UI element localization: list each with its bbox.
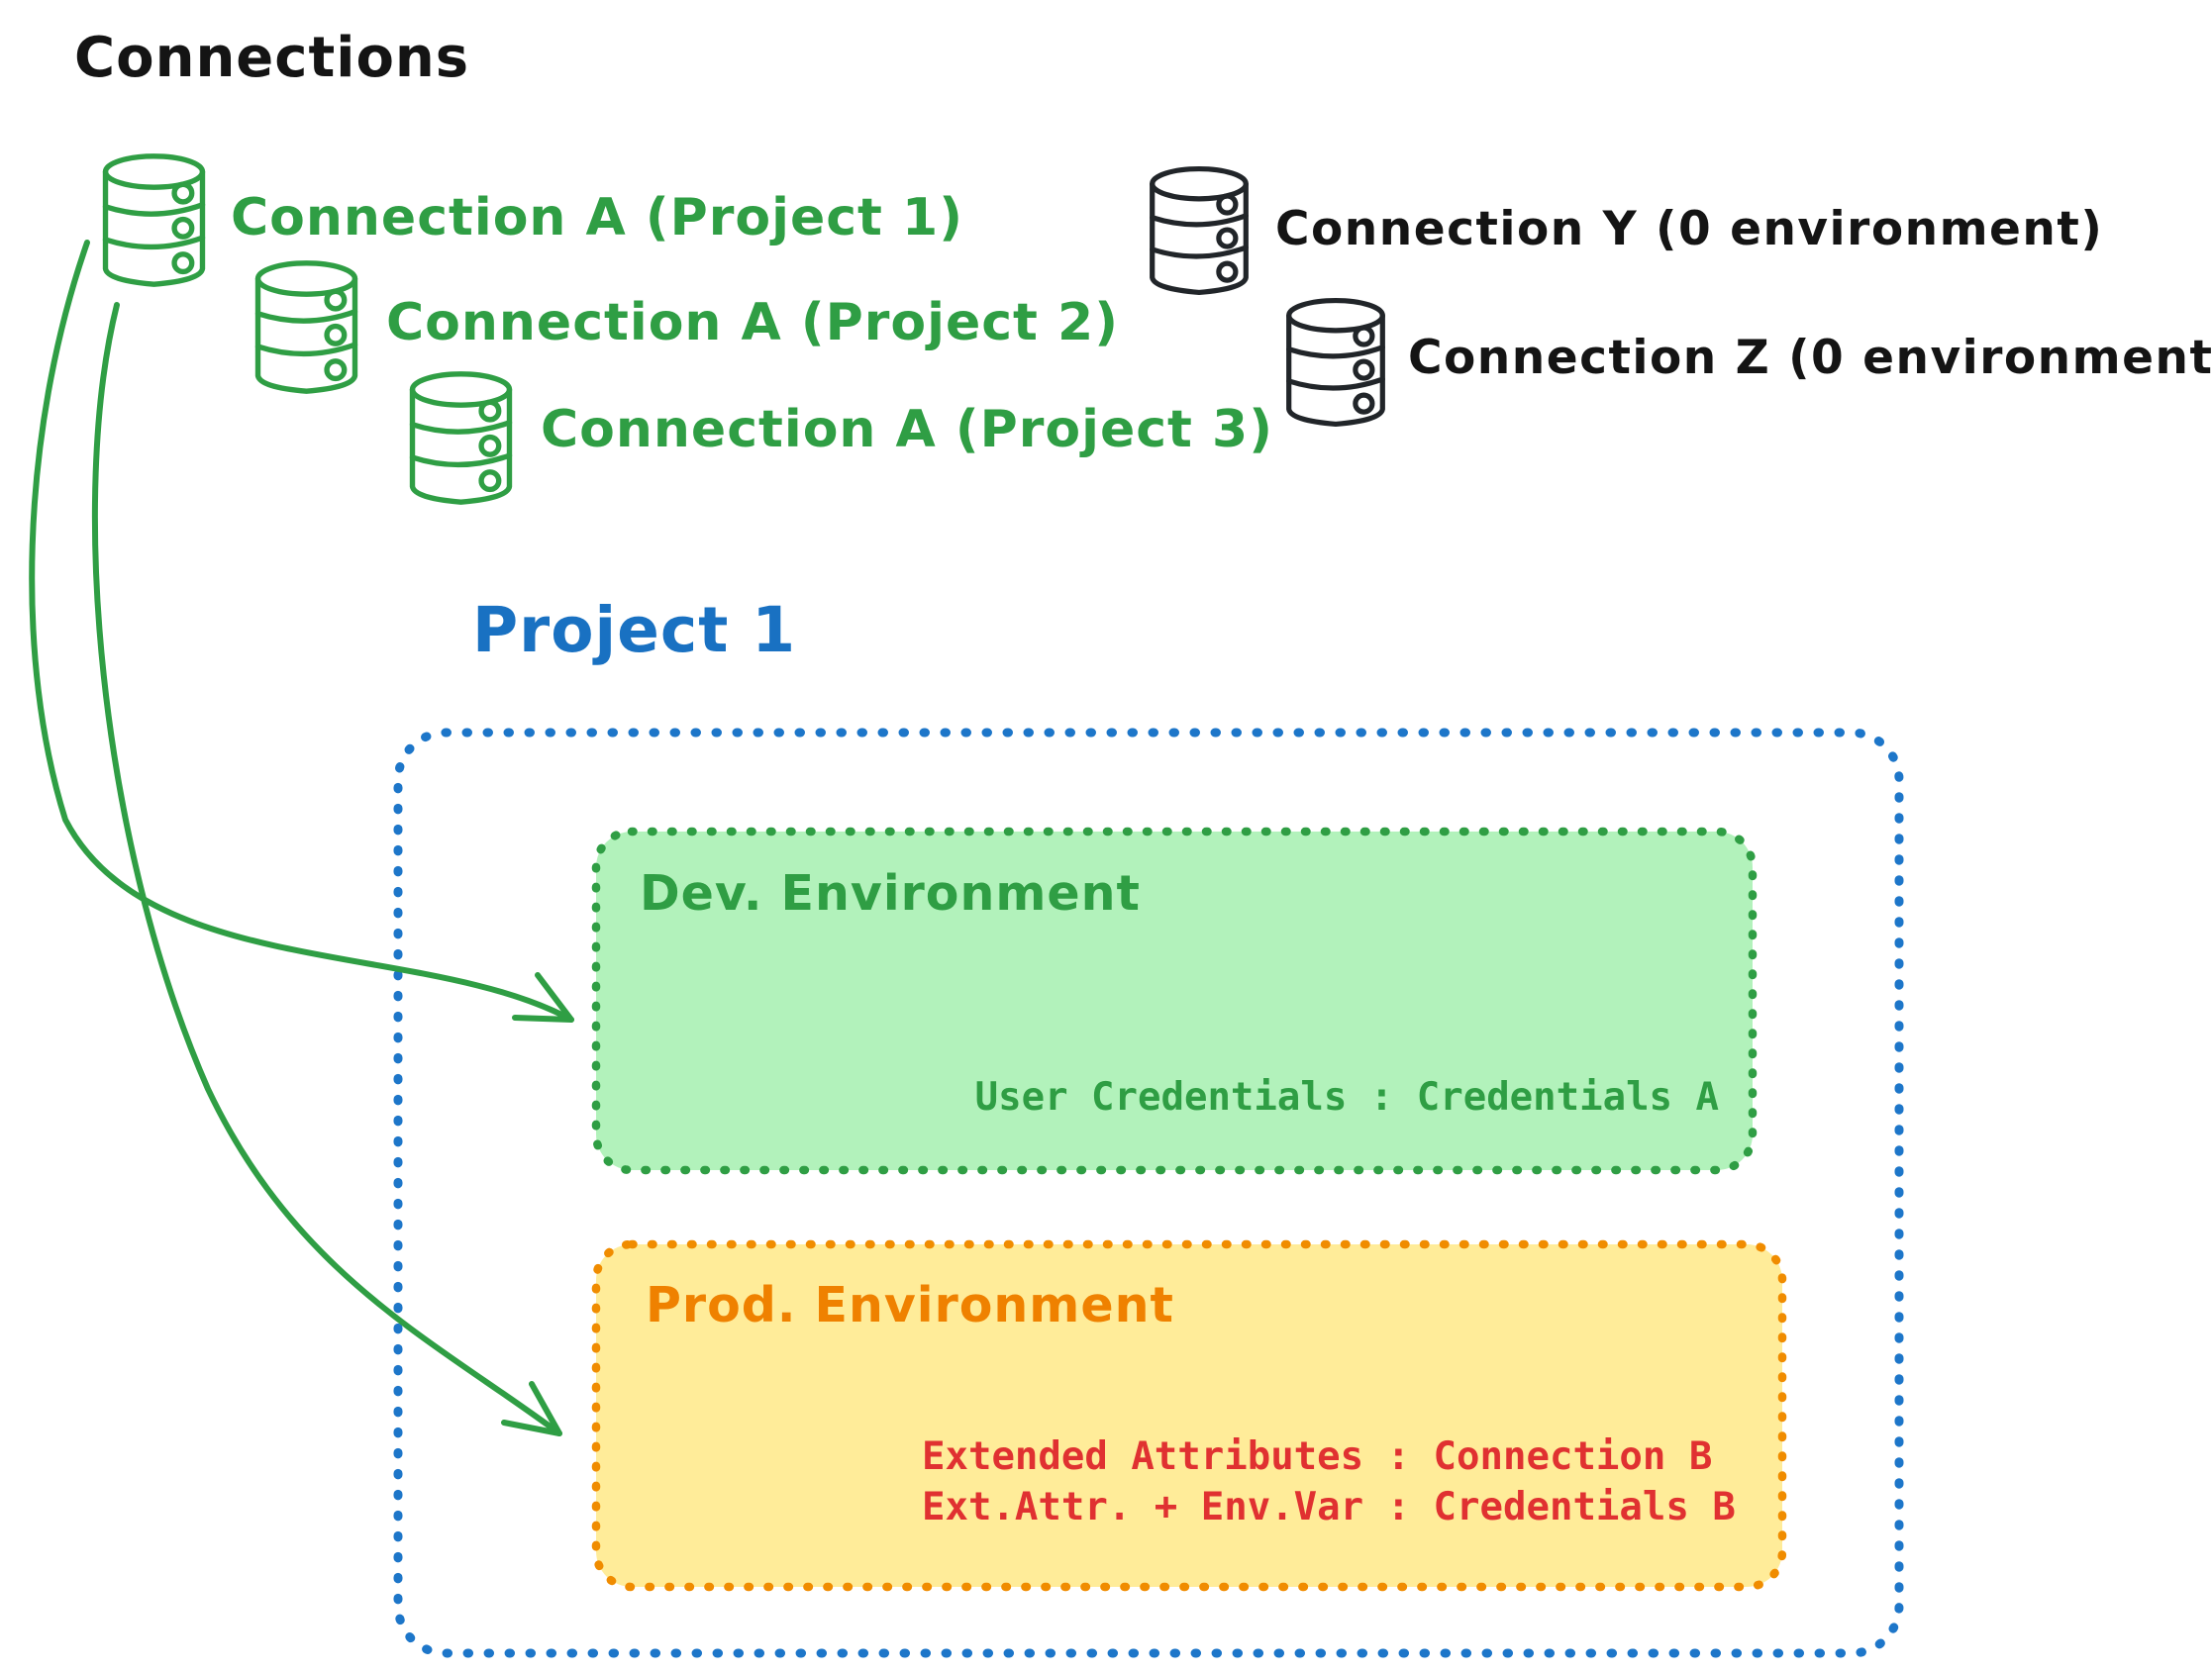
database-icon [254,260,358,394]
database-icon [1150,165,1249,296]
connection-a-project-3-label: Connection A (Project 3) [541,400,1273,459]
arrow-connection-to-dev [29,240,574,1023]
database-icon [409,371,513,505]
connection-a-project-1-label: Connection A (Project 1) [231,188,963,247]
connection-z-label: Connection Z (0 environment) [1408,331,2212,385]
prod-ext-attr-env-var-line: Ext.Attr. + Env.Var : Credentials B [922,1485,1736,1529]
dev-environment-box [591,827,1758,1175]
database-icon [102,153,206,287]
project-1-boundary-box [393,728,1904,1658]
connection-y-label: Connection Y (0 environment) [1275,202,2104,256]
database-icon [1286,297,1385,428]
arrowhead-icon [501,1381,562,1436]
dev-environment-title: Dev. Environment [640,865,1141,922]
prod-environment-box [591,1239,1787,1592]
project-1-title: Project 1 [472,594,797,666]
arrow-connection-to-prod [91,302,562,1436]
page-title: Connections [74,26,470,90]
arrow-shaft [91,302,562,1436]
connection-a-project-2-label: Connection A (Project 2) [386,293,1119,352]
arrowhead-icon [512,972,574,1023]
prod-environment-mapping-text: Extended Attributes : Connection B Ext.A… [922,1431,1736,1532]
dev-environment-credentials-text: User Credentials : Credentials A [974,1075,1719,1120]
arrow-shaft [29,240,574,1023]
prod-extended-attributes-line: Extended Attributes : Connection B [922,1434,1713,1479]
prod-environment-title: Prod. Environment [646,1277,1174,1333]
